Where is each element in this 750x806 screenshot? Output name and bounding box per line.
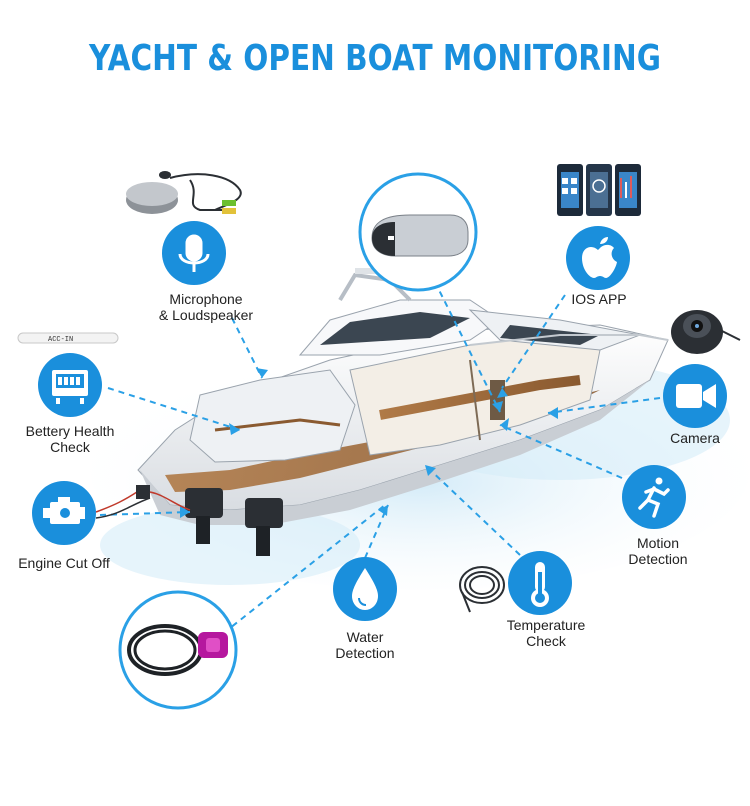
label-motion: Motion Detection (612, 535, 704, 567)
label-temperature: Temperature Check (495, 617, 597, 649)
label-ios-app-line1: IOS APP (571, 291, 627, 307)
connector-gps-cable (214, 504, 386, 641)
battery-feature-circle (38, 353, 102, 417)
camera-feature-circle (663, 364, 727, 428)
temperature-feature-circle (508, 551, 572, 615)
label-battery: Bettery Health Check (14, 423, 126, 455)
label-temperature-line2: Check (526, 633, 566, 649)
running-person-icon (638, 477, 670, 518)
label-microphone-line2: & Loudspeaker (158, 307, 254, 323)
microphone-feature-circle (162, 221, 226, 285)
microphone-device (126, 171, 242, 214)
engine-relay-wiring (95, 485, 191, 519)
phone-screenshots (557, 164, 641, 216)
yacht-illustration (137, 268, 669, 556)
ios-app-feature-circle (566, 226, 630, 290)
battery-monitor-icon (52, 370, 88, 404)
label-engine-line1: Engine Cut Off (18, 555, 110, 571)
central-device-callout (358, 172, 478, 292)
label-motion-line2: Detection (628, 551, 688, 567)
label-ios-app: IOS APP (558, 291, 640, 307)
engine-icon (43, 497, 85, 524)
outboard-engines (185, 488, 283, 556)
arrow-heads (180, 368, 558, 518)
connector-ios-app (501, 294, 566, 389)
label-battery-line1: Bettery Health (25, 423, 115, 439)
acc-in-cable: ACC-IN (17, 332, 119, 344)
connector-engine (99, 511, 191, 516)
water-feature-circle (333, 557, 397, 621)
label-camera-line1: Camera (670, 430, 720, 446)
page-title: YACHT & OPEN BOAT MONITORING (89, 38, 661, 79)
label-water-line2: Detection (335, 645, 395, 661)
label-engine: Engine Cut Off (8, 555, 120, 571)
label-motion-line1: Motion (636, 535, 680, 551)
microphone-icon (178, 234, 210, 272)
water-drop-icon (352, 568, 378, 610)
thermometer-icon (531, 562, 549, 607)
label-temperature-line1: Temperature (506, 617, 586, 633)
video-camera-icon (676, 384, 716, 408)
label-water-line1: Water (346, 629, 384, 645)
cable-sensor-callout (118, 590, 238, 710)
dome-camera-device (671, 310, 741, 354)
label-microphone: Microphone & Loudspeaker (146, 291, 266, 323)
apple-icon (582, 237, 617, 278)
connector-motion (499, 424, 623, 479)
acc-in-label: ACC-IN (48, 336, 73, 344)
label-camera: Camera (655, 430, 735, 446)
connector-microphone (231, 317, 263, 379)
motion-feature-circle (622, 465, 686, 529)
connector-camera (547, 397, 661, 414)
label-microphone-line1: Microphone (169, 291, 243, 307)
label-battery-line2: Check (50, 439, 90, 455)
temperature-cable-coil (459, 566, 505, 613)
connector-battery (107, 387, 241, 431)
label-water: Water Detection (320, 629, 410, 661)
engine-feature-circle (32, 481, 96, 545)
